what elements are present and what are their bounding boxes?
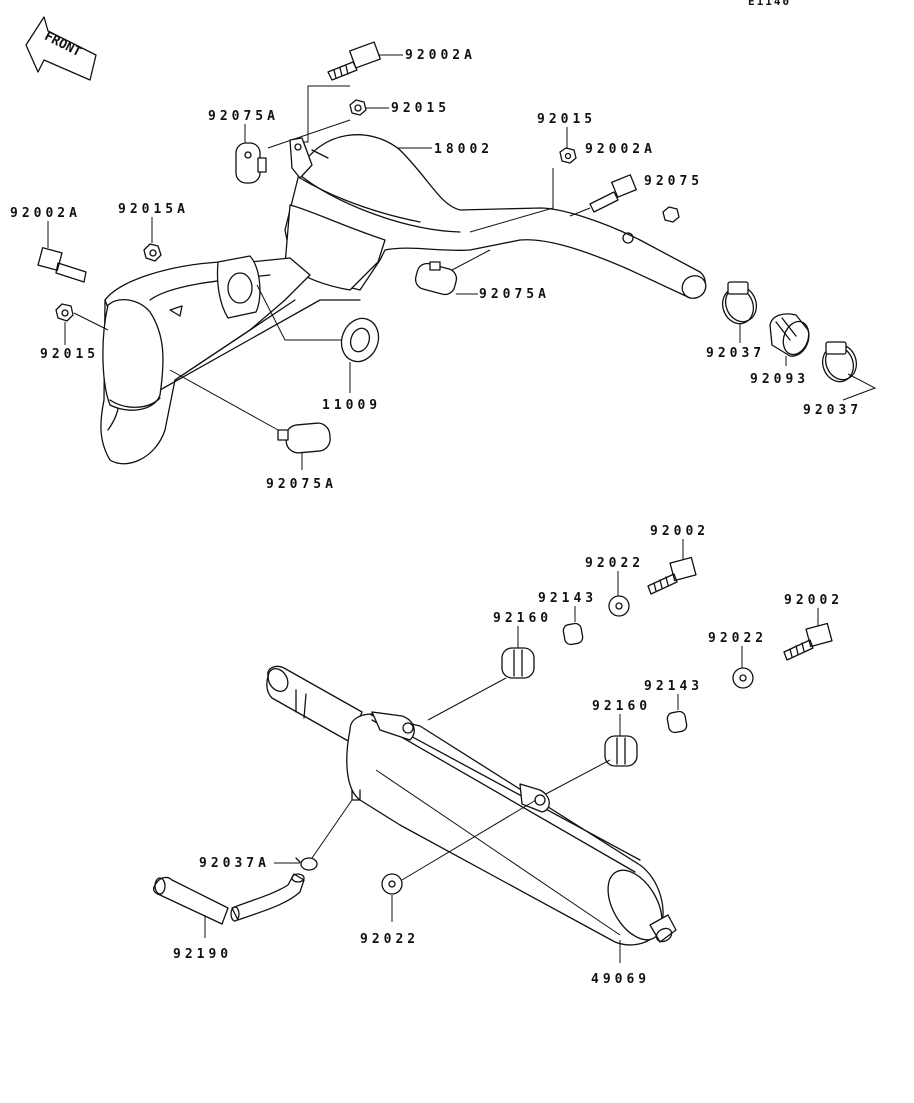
clamp-92037-b-icon (821, 341, 858, 383)
clamp-92037-a-icon (721, 281, 758, 325)
washer-92022-c-icon (381, 873, 403, 895)
collar-92143-a-icon (562, 622, 584, 646)
label-92015-left: 92015 (40, 347, 99, 362)
collar-92143-b-icon (666, 710, 688, 734)
label-92160-a: 92160 (493, 611, 552, 626)
front-arrow-icon: FRONT (25, 16, 97, 81)
label-92015-top: 92015 (391, 101, 450, 116)
label-92002A-top: 92002A (405, 48, 476, 63)
label-92022-a: 92022 (585, 556, 644, 571)
tube-92190-icon (153, 876, 229, 925)
drain-hose-icon (230, 873, 305, 922)
header-pipe-18002-icon (100, 134, 707, 465)
label-92190: 92190 (173, 947, 232, 962)
label-92015-right: 92015 (537, 112, 596, 127)
nut-92075-icon (662, 206, 680, 223)
label-92037A: 92037A (199, 856, 270, 871)
label-92075A-top: 92075A (208, 109, 279, 124)
bolt-92002A-top-icon (327, 41, 381, 81)
gasket-11009-icon (340, 317, 380, 363)
bolt-92002-a-icon (647, 556, 697, 595)
label-18002: 18002 (434, 142, 493, 157)
label-92002A-left: 92002A (10, 206, 81, 221)
diagram-code: E1140 (748, 0, 791, 8)
label-49069: 49069 (591, 972, 650, 987)
label-92022-c: 92022 (360, 932, 419, 947)
clip-92037A-icon (295, 857, 318, 871)
label-92022-b: 92022 (708, 631, 767, 646)
washer-92022-b-icon (732, 667, 754, 689)
label-92075A-bottom: 92075A (266, 477, 337, 492)
nut-92015-right-icon (559, 147, 577, 164)
spring-hook-icon (622, 232, 634, 244)
label-92002A-right: 92002A (585, 142, 656, 157)
washer-92022-a-icon (608, 595, 630, 617)
label-92093: 92093 (750, 372, 809, 387)
label-92075: 92075 (644, 174, 703, 189)
label-92002-b: 92002 (784, 593, 843, 608)
bolt-92002A-left-icon (37, 247, 87, 283)
nut-92015-top-icon (349, 99, 367, 116)
label-92037-b: 92037 (803, 403, 862, 418)
damper-92075A-bottom-icon (277, 422, 331, 454)
label-92143-b: 92143 (644, 679, 703, 694)
label-92143-a: 92143 (538, 591, 597, 606)
nut-92015-left-icon (55, 303, 74, 322)
label-92037-a: 92037 (706, 346, 765, 361)
damper-92160-b-icon (604, 735, 638, 767)
rubber-tube-92093-icon (769, 313, 810, 357)
bolt-92002A-right-icon (589, 174, 637, 213)
damper-92075A-top-icon (235, 142, 267, 184)
muffler-49069-icon (266, 665, 677, 946)
label-92015A: 92015A (118, 202, 189, 217)
label-92160-b: 92160 (592, 699, 651, 714)
label-92075A-mid: 92075A (479, 287, 550, 302)
label-11009: 11009 (322, 398, 381, 413)
damper-92160-a-icon (501, 647, 535, 679)
damper-92075A-mid-icon (414, 261, 458, 296)
nut-92015A-icon (143, 243, 162, 262)
bolt-92002-b-icon (783, 622, 833, 661)
label-92002-a: 92002 (650, 524, 709, 539)
